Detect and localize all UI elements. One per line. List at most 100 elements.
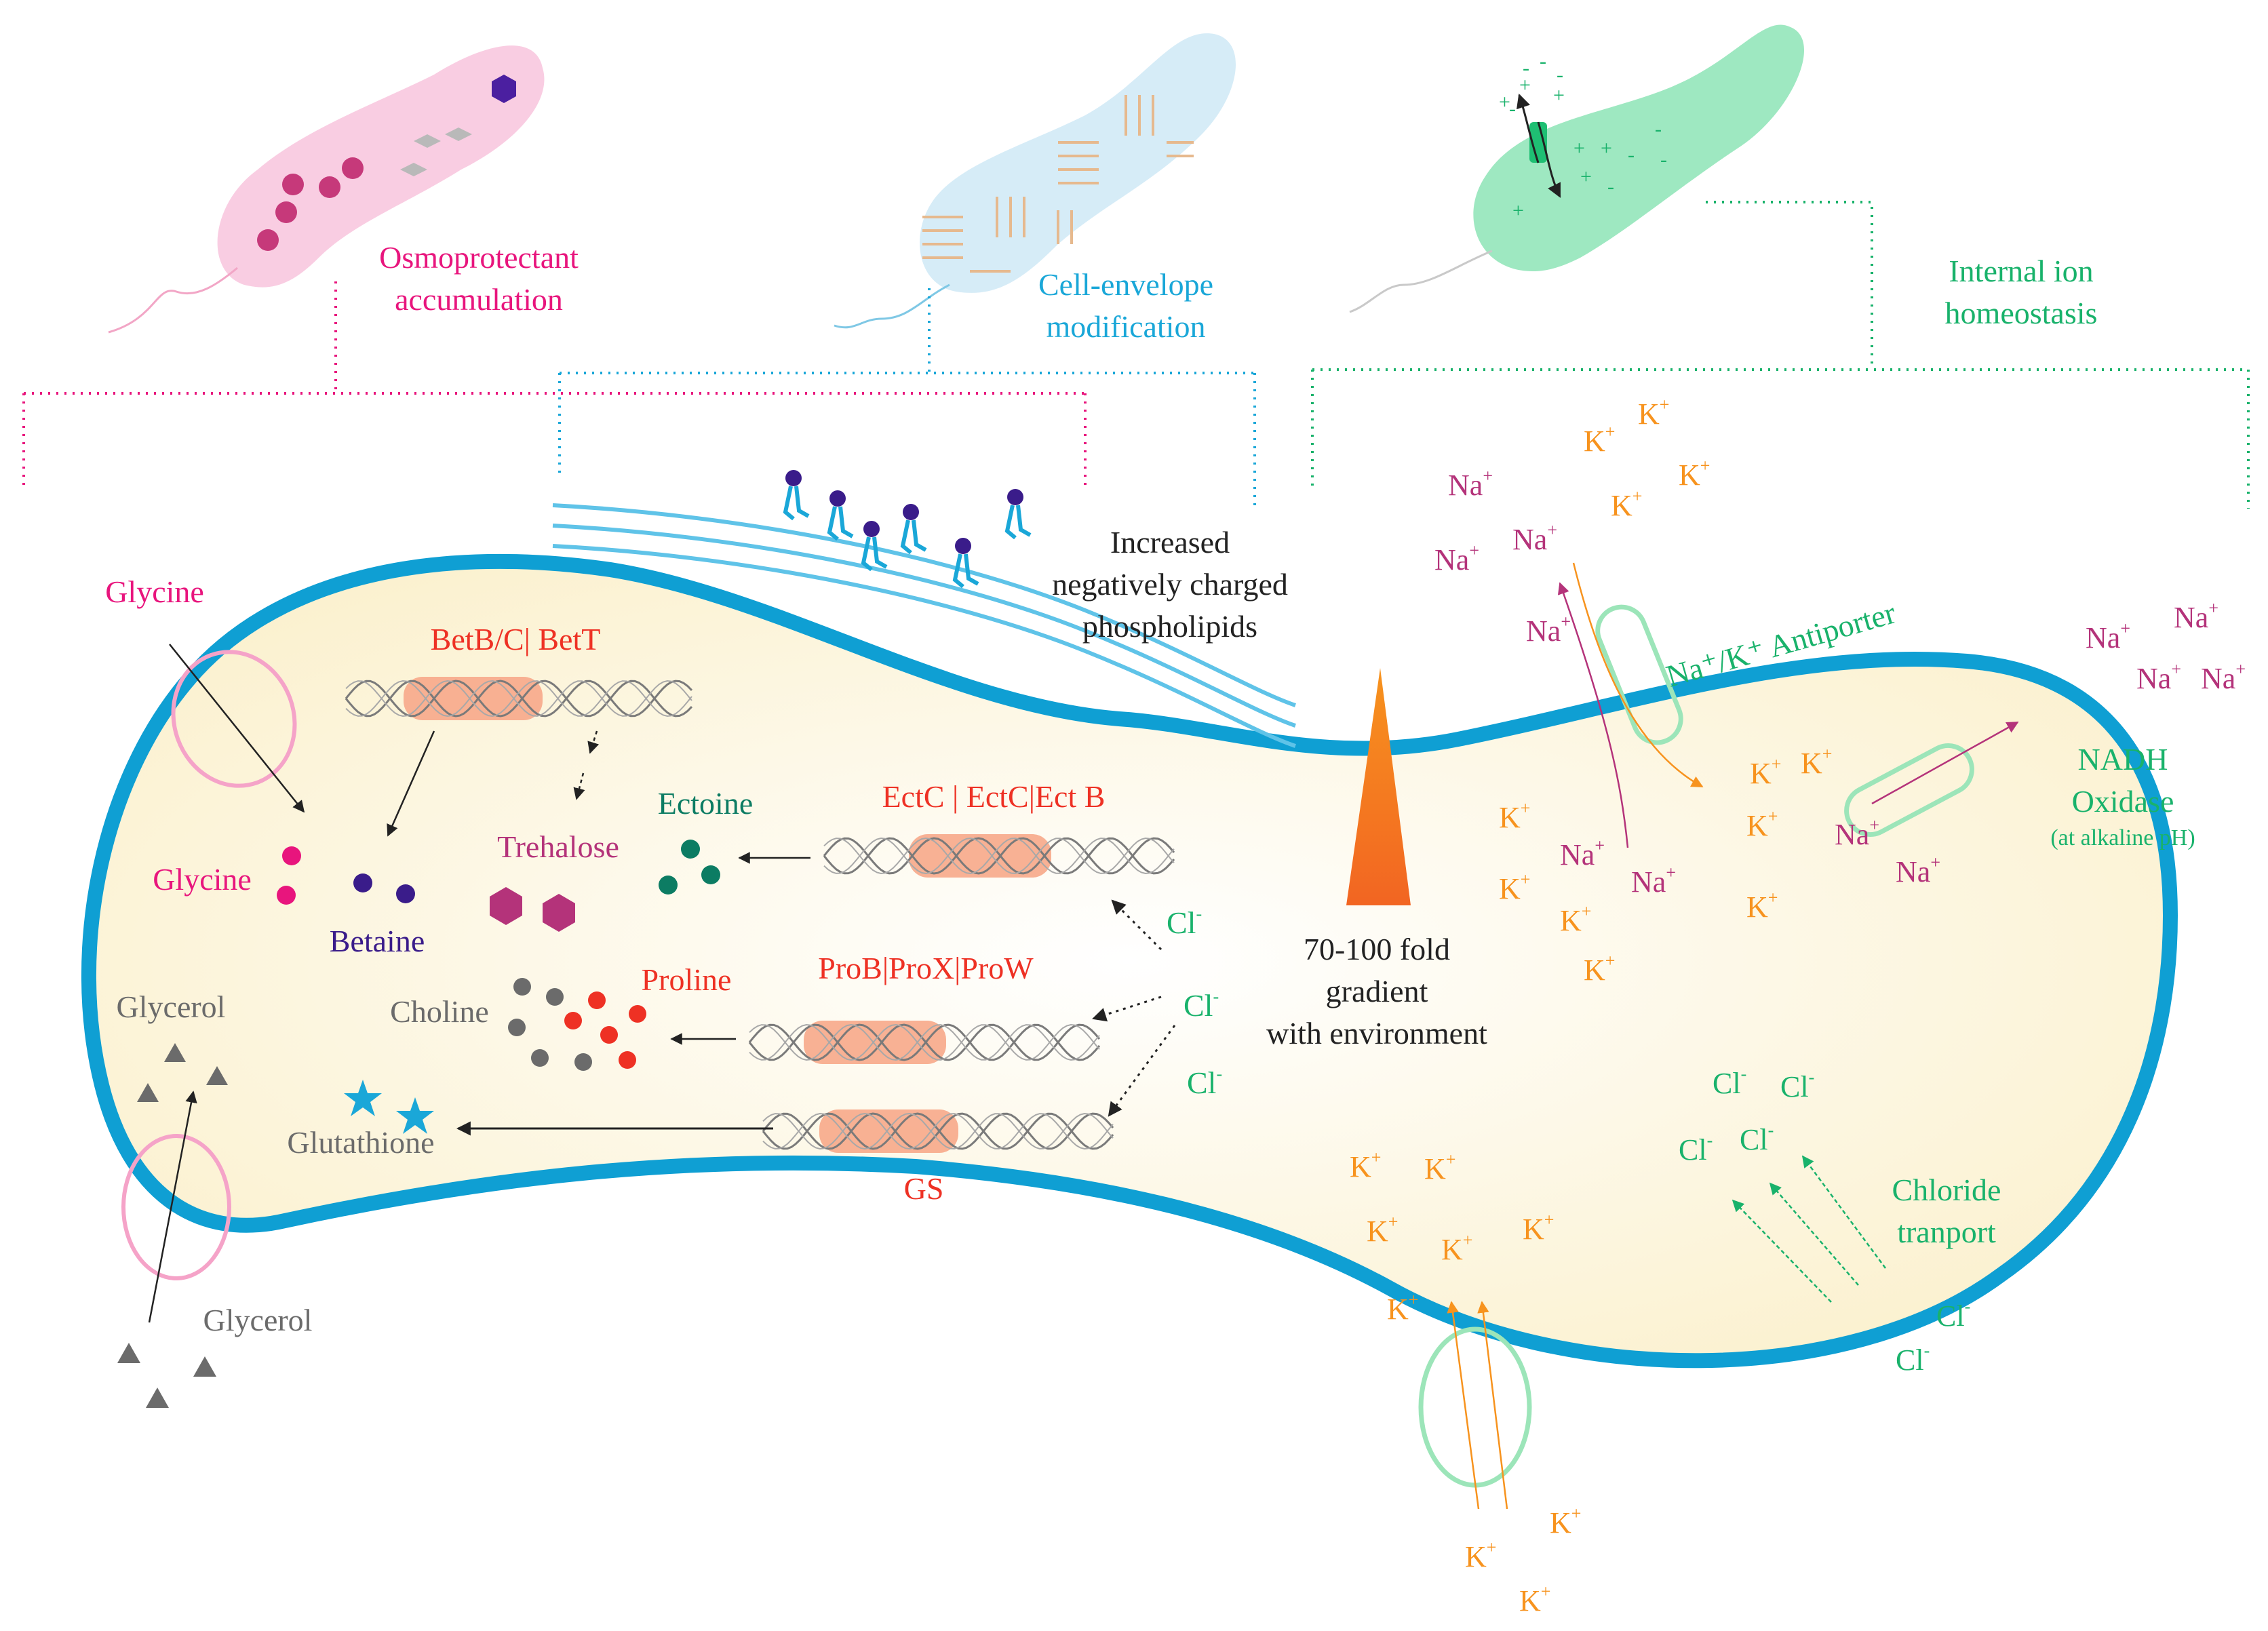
na-ion-label: Na+ bbox=[2174, 598, 2218, 634]
dna-strand bbox=[762, 1112, 1114, 1150]
glycerol-inside-label: Glycerol bbox=[117, 989, 226, 1024]
dna-strand bbox=[748, 1023, 1101, 1061]
na-ion-label: Na+ bbox=[1835, 815, 1879, 851]
svg-text:-: - bbox=[1628, 144, 1635, 166]
cell-body bbox=[81, 553, 2178, 1369]
na-ion-label: Na+ bbox=[1434, 541, 1479, 576]
k-ion-label: K+ bbox=[1499, 798, 1530, 834]
k-ion-label: K+ bbox=[1424, 1149, 1455, 1185]
dna-strand bbox=[823, 837, 1175, 875]
membrane-layers bbox=[552, 503, 1296, 748]
phospholipid-label-1: Increased bbox=[1110, 525, 1230, 559]
nadh-label-3: (at alkaline pH) bbox=[2050, 825, 2195, 850]
na-ion-label: Na+ bbox=[1560, 836, 1605, 871]
glycerol-outside-label: Glycerol bbox=[203, 1303, 313, 1337]
dna-strand bbox=[345, 680, 692, 718]
dna-strand bbox=[823, 837, 1175, 875]
phospholipids bbox=[783, 470, 1032, 589]
gene-label-ect: EctC | EctC|Ect B bbox=[882, 779, 1106, 814]
phospholipid-label-3: phospholipids bbox=[1082, 609, 1257, 644]
k-ion-label: K+ bbox=[1387, 1290, 1418, 1326]
ion-homeostasis-label-1: Internal ion bbox=[1949, 254, 2093, 288]
na-ion-label: Na+ bbox=[2086, 618, 2130, 654]
dna-strand bbox=[823, 837, 1175, 875]
k-ion-label: K+ bbox=[1638, 395, 1669, 431]
na-ion-label: Na+ bbox=[1448, 466, 1493, 502]
k-ion-label: K+ bbox=[1584, 422, 1615, 458]
na-ion-label: Na+ bbox=[1896, 852, 1940, 888]
svg-text:-: - bbox=[1523, 57, 1529, 79]
k-ion-label: K+ bbox=[1679, 456, 1710, 492]
k-ion-label: K+ bbox=[1611, 486, 1642, 522]
svg-text:-: - bbox=[1607, 176, 1614, 198]
dna-ect bbox=[823, 834, 1175, 878]
dna-strand bbox=[762, 1112, 1114, 1150]
gene-label-betb: BetB/C| BetT bbox=[431, 622, 601, 656]
svg-text:-: - bbox=[1509, 98, 1516, 120]
k-ion-label: K+ bbox=[1550, 1504, 1581, 1539]
osmoprotectant-label-2: accumulation bbox=[395, 282, 563, 317]
glutathione-label: Glutathione bbox=[287, 1125, 434, 1160]
cl-ion-label: Cl- bbox=[1896, 1341, 1930, 1377]
osmoprotectant-label-1: Osmoprotectant bbox=[379, 240, 579, 275]
charge-signs: +++ ---- +++ --- -+ bbox=[1499, 50, 1667, 222]
gene-label-gs: GS bbox=[904, 1171, 944, 1206]
channel-icon bbox=[1529, 122, 1547, 163]
svg-text:+: + bbox=[1580, 165, 1592, 188]
k-ion-label: K+ bbox=[1523, 1210, 1554, 1246]
svg-text:+: + bbox=[1519, 74, 1531, 96]
svg-text:-: - bbox=[1540, 50, 1546, 73]
na-k-antiporter bbox=[1595, 604, 1683, 745]
dna-strand bbox=[762, 1112, 1114, 1150]
trehalose-label: Trehalose bbox=[497, 829, 619, 864]
gradient-label-1: 70-100 fold bbox=[1304, 932, 1450, 966]
ion-homeostasis-bacterium: +++ ---- +++ --- -+ bbox=[1349, 24, 1805, 313]
dna-strand bbox=[748, 1023, 1101, 1061]
chloride-transport-arrows bbox=[1732, 1155, 1887, 1303]
svg-text:+: + bbox=[1601, 137, 1612, 159]
betaine-label: Betaine bbox=[330, 924, 425, 958]
k-ion-label: K+ bbox=[1367, 1212, 1398, 1248]
svg-text:+: + bbox=[1573, 137, 1585, 159]
cell-envelope-label-2: modification bbox=[1046, 309, 1205, 344]
nadh-label-1: NADH bbox=[2078, 742, 2168, 777]
k-ion-label: K+ bbox=[1560, 901, 1591, 937]
dna-strand bbox=[749, 1023, 1100, 1061]
k-ion-label: K+ bbox=[1746, 888, 1778, 924]
gradient-label-2: gradient bbox=[1326, 974, 1428, 1008]
na-ion-label: Na+ bbox=[2201, 659, 2246, 695]
phospholipid-label-2: negatively charged bbox=[1052, 567, 1288, 602]
gradient-label-3: with environment bbox=[1266, 1016, 1487, 1050]
gene-segment bbox=[819, 1109, 958, 1153]
ectoine-label: Ectoine bbox=[658, 786, 754, 821]
gene-segment bbox=[909, 834, 1051, 878]
chloride-regulation: Cl- Cl- Cl- bbox=[1091, 899, 1222, 1117]
glycine-inside-label: Glycine bbox=[153, 862, 252, 897]
dna-strand bbox=[749, 1023, 1100, 1061]
dna-strand bbox=[345, 680, 693, 718]
k-ion-label: K+ bbox=[1499, 869, 1530, 905]
na-ion-label: Na+ bbox=[1526, 612, 1571, 648]
glycine-dots bbox=[277, 846, 301, 905]
svg-text:+: + bbox=[1512, 199, 1524, 222]
choline-label: Choline bbox=[390, 994, 489, 1029]
glycerol-outside-triangles bbox=[117, 1343, 216, 1408]
ion-homeostasis-label-2: homeostasis bbox=[1945, 296, 2098, 330]
na-ion-label: Na+ bbox=[2136, 659, 2181, 695]
k-ion-label: K+ bbox=[1519, 1581, 1550, 1617]
svg-text:-: - bbox=[1660, 149, 1667, 171]
proline-label: Proline bbox=[642, 962, 732, 997]
svg-text:-: - bbox=[1655, 118, 1662, 140]
dna-strand bbox=[345, 680, 693, 718]
nadh-oxidase bbox=[1844, 743, 1974, 838]
glycine-transporter bbox=[171, 650, 297, 788]
k-ion-label: K+ bbox=[1750, 754, 1781, 790]
dna-betb bbox=[345, 677, 693, 720]
gradient-spike bbox=[1346, 668, 1411, 905]
nadh-label-2: Oxidase bbox=[2072, 784, 2174, 819]
osmoprotectant-bacterium bbox=[108, 45, 545, 334]
chloride-label-2: tranport bbox=[1897, 1215, 1996, 1249]
cl-ion-label: Cl- bbox=[1780, 1067, 1814, 1103]
ion-labels: Na+Na+Na+Na+Na+Na+Na+Na+Na+Na+Na+Na+K+K+… bbox=[1350, 395, 2246, 1617]
